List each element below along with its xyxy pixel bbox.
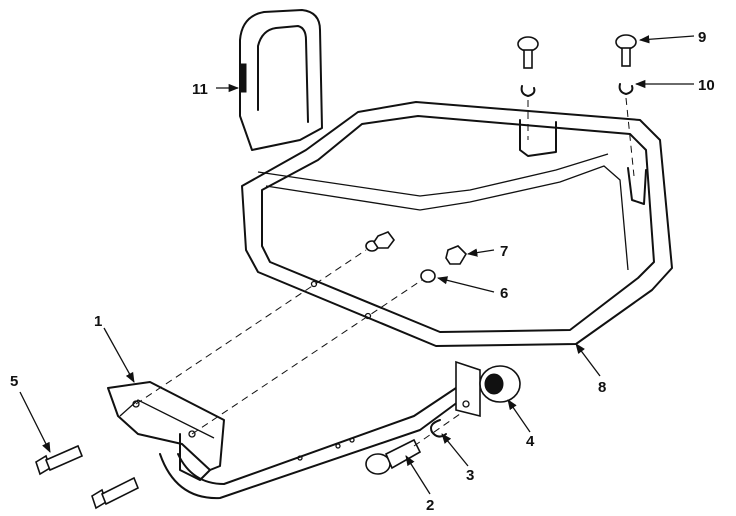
callout-2: 2 (426, 497, 434, 514)
hex-bolts (35, 444, 140, 510)
callout-8: 8 (598, 379, 606, 396)
bumper-frame (241, 101, 673, 347)
callout-7: 7 (500, 243, 508, 260)
callout-9: 9 (698, 29, 706, 46)
top-bolts (517, 34, 637, 97)
callout-3: 3 (466, 467, 474, 484)
callout-1: 1 (94, 313, 102, 330)
callout-11: 11 (192, 81, 208, 98)
hitch-bar (159, 360, 481, 500)
assembly-lines (135, 97, 635, 447)
frame-brackets (519, 119, 647, 205)
callout-4: 4 (526, 433, 535, 450)
callout-10: 10 (698, 77, 715, 94)
front-bracket (107, 381, 225, 481)
bumper-cap (479, 365, 521, 403)
callout-5: 5 (10, 373, 18, 390)
clip (430, 419, 447, 438)
washers-and-nuts (365, 231, 468, 283)
callout-numbers: 1 2 3 4 5 6 7 8 9 10 11 (10, 29, 715, 514)
carriage-bolt (365, 438, 422, 475)
handle-loop (239, 9, 323, 151)
callout-6: 6 (500, 285, 508, 302)
callout-leaders (19, 35, 695, 495)
